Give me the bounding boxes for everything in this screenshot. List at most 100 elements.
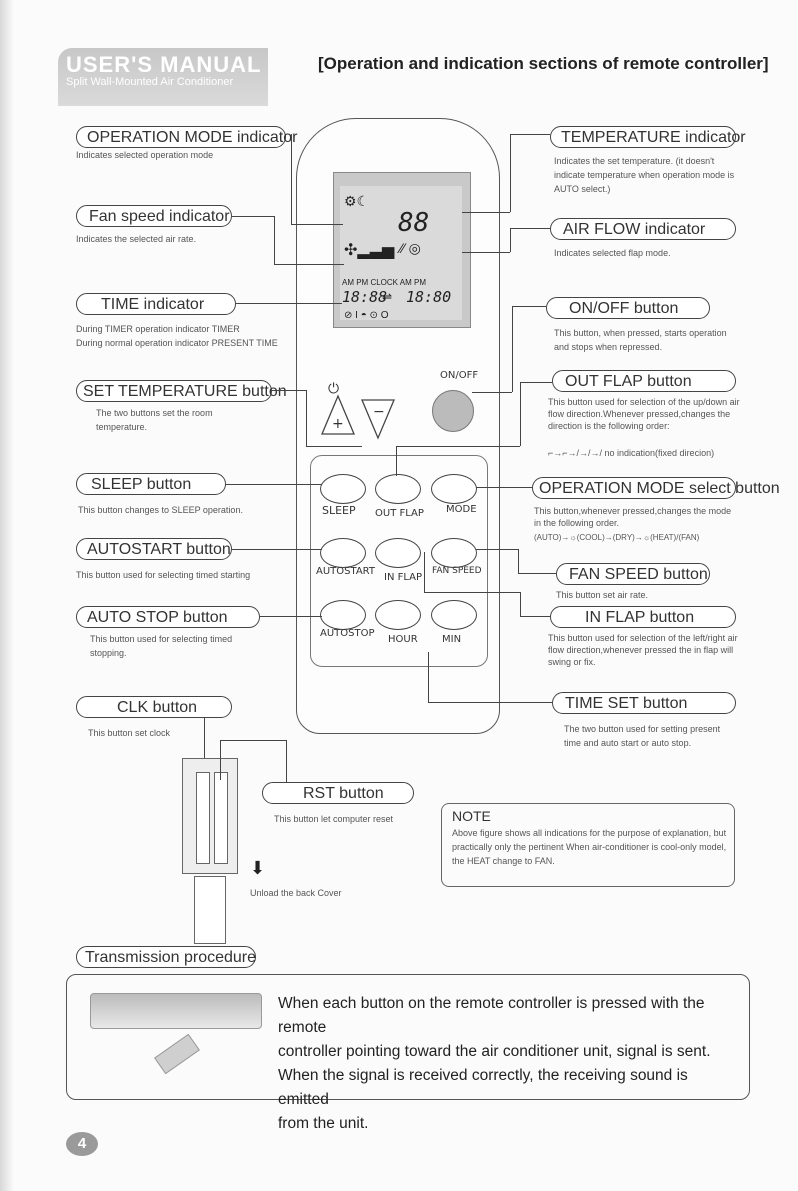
plus-sign: +	[332, 416, 344, 432]
transmission-line-2: controller pointing toward the air condi…	[278, 1043, 711, 1060]
leader-line	[236, 303, 342, 304]
onoff-button-label: ON/OFF button	[546, 297, 710, 319]
inflap-oval-button[interactable]	[375, 538, 421, 568]
lcd-temp-digits: 88	[398, 208, 430, 238]
rst-button-desc: This button let computer reset	[274, 814, 394, 824]
time-indicator-desc-1: During TIMER operation indicator TIMER	[76, 324, 240, 334]
hour-label: HOUR	[388, 634, 418, 645]
leader-line	[424, 552, 425, 592]
transmission-procedure-label: Transmission procedure	[76, 946, 256, 968]
outflap-button-order: ⌐→⌐→/→/→/ no indication(fixed direcion)	[548, 448, 715, 458]
operation-mode-select-button-label: OPERATION MODE select button	[532, 477, 780, 499]
fan-speed-button-desc: This button set air rate.	[556, 590, 649, 600]
set-temperature-button-label: SET TEMPERATURE button	[76, 380, 287, 402]
temp-up-button[interactable]	[321, 394, 355, 435]
leader-line	[510, 228, 511, 252]
outflap-label: OUT FLAP	[375, 508, 424, 519]
min-label: MIN	[442, 634, 462, 645]
manual-title: USER'S MANUAL	[66, 52, 262, 77]
operation-mode-indicator-desc: Indicates selected operation mode	[76, 150, 214, 160]
leader-line	[424, 592, 520, 593]
leader-line	[462, 212, 510, 213]
fan-speed-indicator-desc: Indicates the selected air rate.	[76, 234, 197, 244]
page-edge-shadow	[0, 0, 14, 1191]
leader-line	[476, 487, 532, 488]
lcd-time-right: 18:80	[406, 288, 452, 306]
leader-line	[291, 134, 292, 224]
transmission-line-1: When each button on the remote controlle…	[278, 995, 705, 1036]
leader-line	[232, 549, 322, 550]
leader-line	[510, 134, 511, 212]
temp-buttons	[321, 394, 395, 440]
note-title: NOTE	[452, 808, 491, 824]
time-set-button-label: TIME SET button	[552, 692, 736, 714]
temp-down-button[interactable]	[361, 399, 395, 440]
time-indicator-label: TIME indicator	[76, 293, 236, 315]
onoff-button[interactable]	[432, 390, 474, 432]
leader-line	[286, 740, 287, 792]
clk-button-desc: This button set clock	[88, 728, 171, 738]
temperature-indicator-desc: Indicates the set temperature. (it doesn…	[554, 156, 735, 194]
leader-line	[428, 652, 429, 702]
manual-subtitle: Split Wall-Mounted Air Conditioner	[66, 76, 234, 88]
inflap-button-desc: This button used for selection of the le…	[548, 633, 738, 667]
fan-speed-indicator-label: Fan speed indicator	[76, 205, 232, 227]
transmission-line-4: from the unit.	[278, 1115, 369, 1132]
minus-sign: −	[373, 404, 385, 420]
lcd-clock-label: AM PM CLOCK AM PM	[342, 278, 427, 287]
button-panel	[310, 455, 488, 667]
leader-line	[512, 306, 546, 307]
leader-line	[274, 264, 344, 265]
autostart-oval-button[interactable]	[320, 538, 366, 568]
ac-unit-illustration	[90, 993, 262, 1029]
airflow-icon: ⁄⁄ ◎	[400, 240, 421, 256]
operation-mode-select-button-order: (AUTO)→☼(COOL)→(DRY)→☼(HEAT)/(FAN)	[534, 533, 700, 542]
onoff-button-desc: This button, when pressed, starts operat…	[554, 328, 727, 352]
autostart-button-label: AUTOSTART button	[76, 538, 232, 560]
fan-icon: ✣▂▃▅	[344, 242, 395, 259]
leader-line	[520, 616, 550, 617]
autostop-button-desc: This button used for selecting timed sto…	[90, 634, 233, 658]
note-text: Above figure shows all indications for t…	[452, 828, 727, 866]
power-icon: ⏻	[328, 380, 340, 396]
transmission-box	[66, 974, 750, 1100]
hour-oval-button[interactable]	[375, 600, 421, 630]
sleep-button-label: SLEEP button	[76, 473, 226, 495]
leader-line	[396, 446, 520, 447]
fanspeed-oval-button[interactable]	[431, 538, 477, 568]
time-set-button-desc: The two button used for setting present …	[564, 724, 721, 748]
transmission-text: When each button on the remote controlle…	[278, 992, 738, 1136]
sleep-oval-button[interactable]	[320, 474, 366, 504]
temperature-indicator-label: TEMPERATURE indicator	[550, 126, 746, 148]
battery-slot-right	[214, 772, 228, 864]
back-cover	[194, 876, 226, 944]
operation-mode-select-button-desc: This button,whenever pressed,changes the…	[534, 506, 732, 528]
mode-label: MODE	[446, 504, 477, 515]
timer-status-icons: ⊘ I ◓ ⊙ O	[344, 310, 389, 321]
leader-line	[226, 484, 322, 485]
clk-button-label: CLK button	[76, 696, 232, 718]
leader-line	[520, 382, 521, 446]
autostop-oval-button[interactable]	[320, 600, 366, 630]
arrow-down-icon: ⬇	[250, 858, 266, 878]
leader-line	[520, 382, 552, 383]
autostop-label: AUTOSTOP	[320, 628, 375, 639]
lcd-time-left: 18:88	[342, 288, 388, 306]
sleep-label: SLEEP	[322, 504, 356, 517]
inflap-button-label: IN FLAP button	[550, 606, 736, 628]
leader-line	[510, 228, 550, 229]
lcd-screen	[340, 186, 462, 320]
leader-line	[232, 216, 274, 217]
fanspeed-label: FAN SPEED	[432, 566, 482, 576]
leader-line	[204, 718, 205, 786]
leader-line	[476, 549, 518, 550]
leader-line	[306, 390, 307, 446]
note-box	[441, 803, 735, 887]
outflap-oval-button[interactable]	[375, 474, 421, 504]
timer-arrow-icon: ⇌	[382, 290, 393, 304]
mode-oval-button[interactable]	[431, 474, 477, 504]
leader-line	[274, 216, 275, 264]
outflap-button-desc: This button used for selection of the up…	[548, 397, 740, 431]
min-oval-button[interactable]	[431, 600, 477, 630]
airflow-indicator-label: AIR FLOW indicator	[550, 218, 736, 240]
